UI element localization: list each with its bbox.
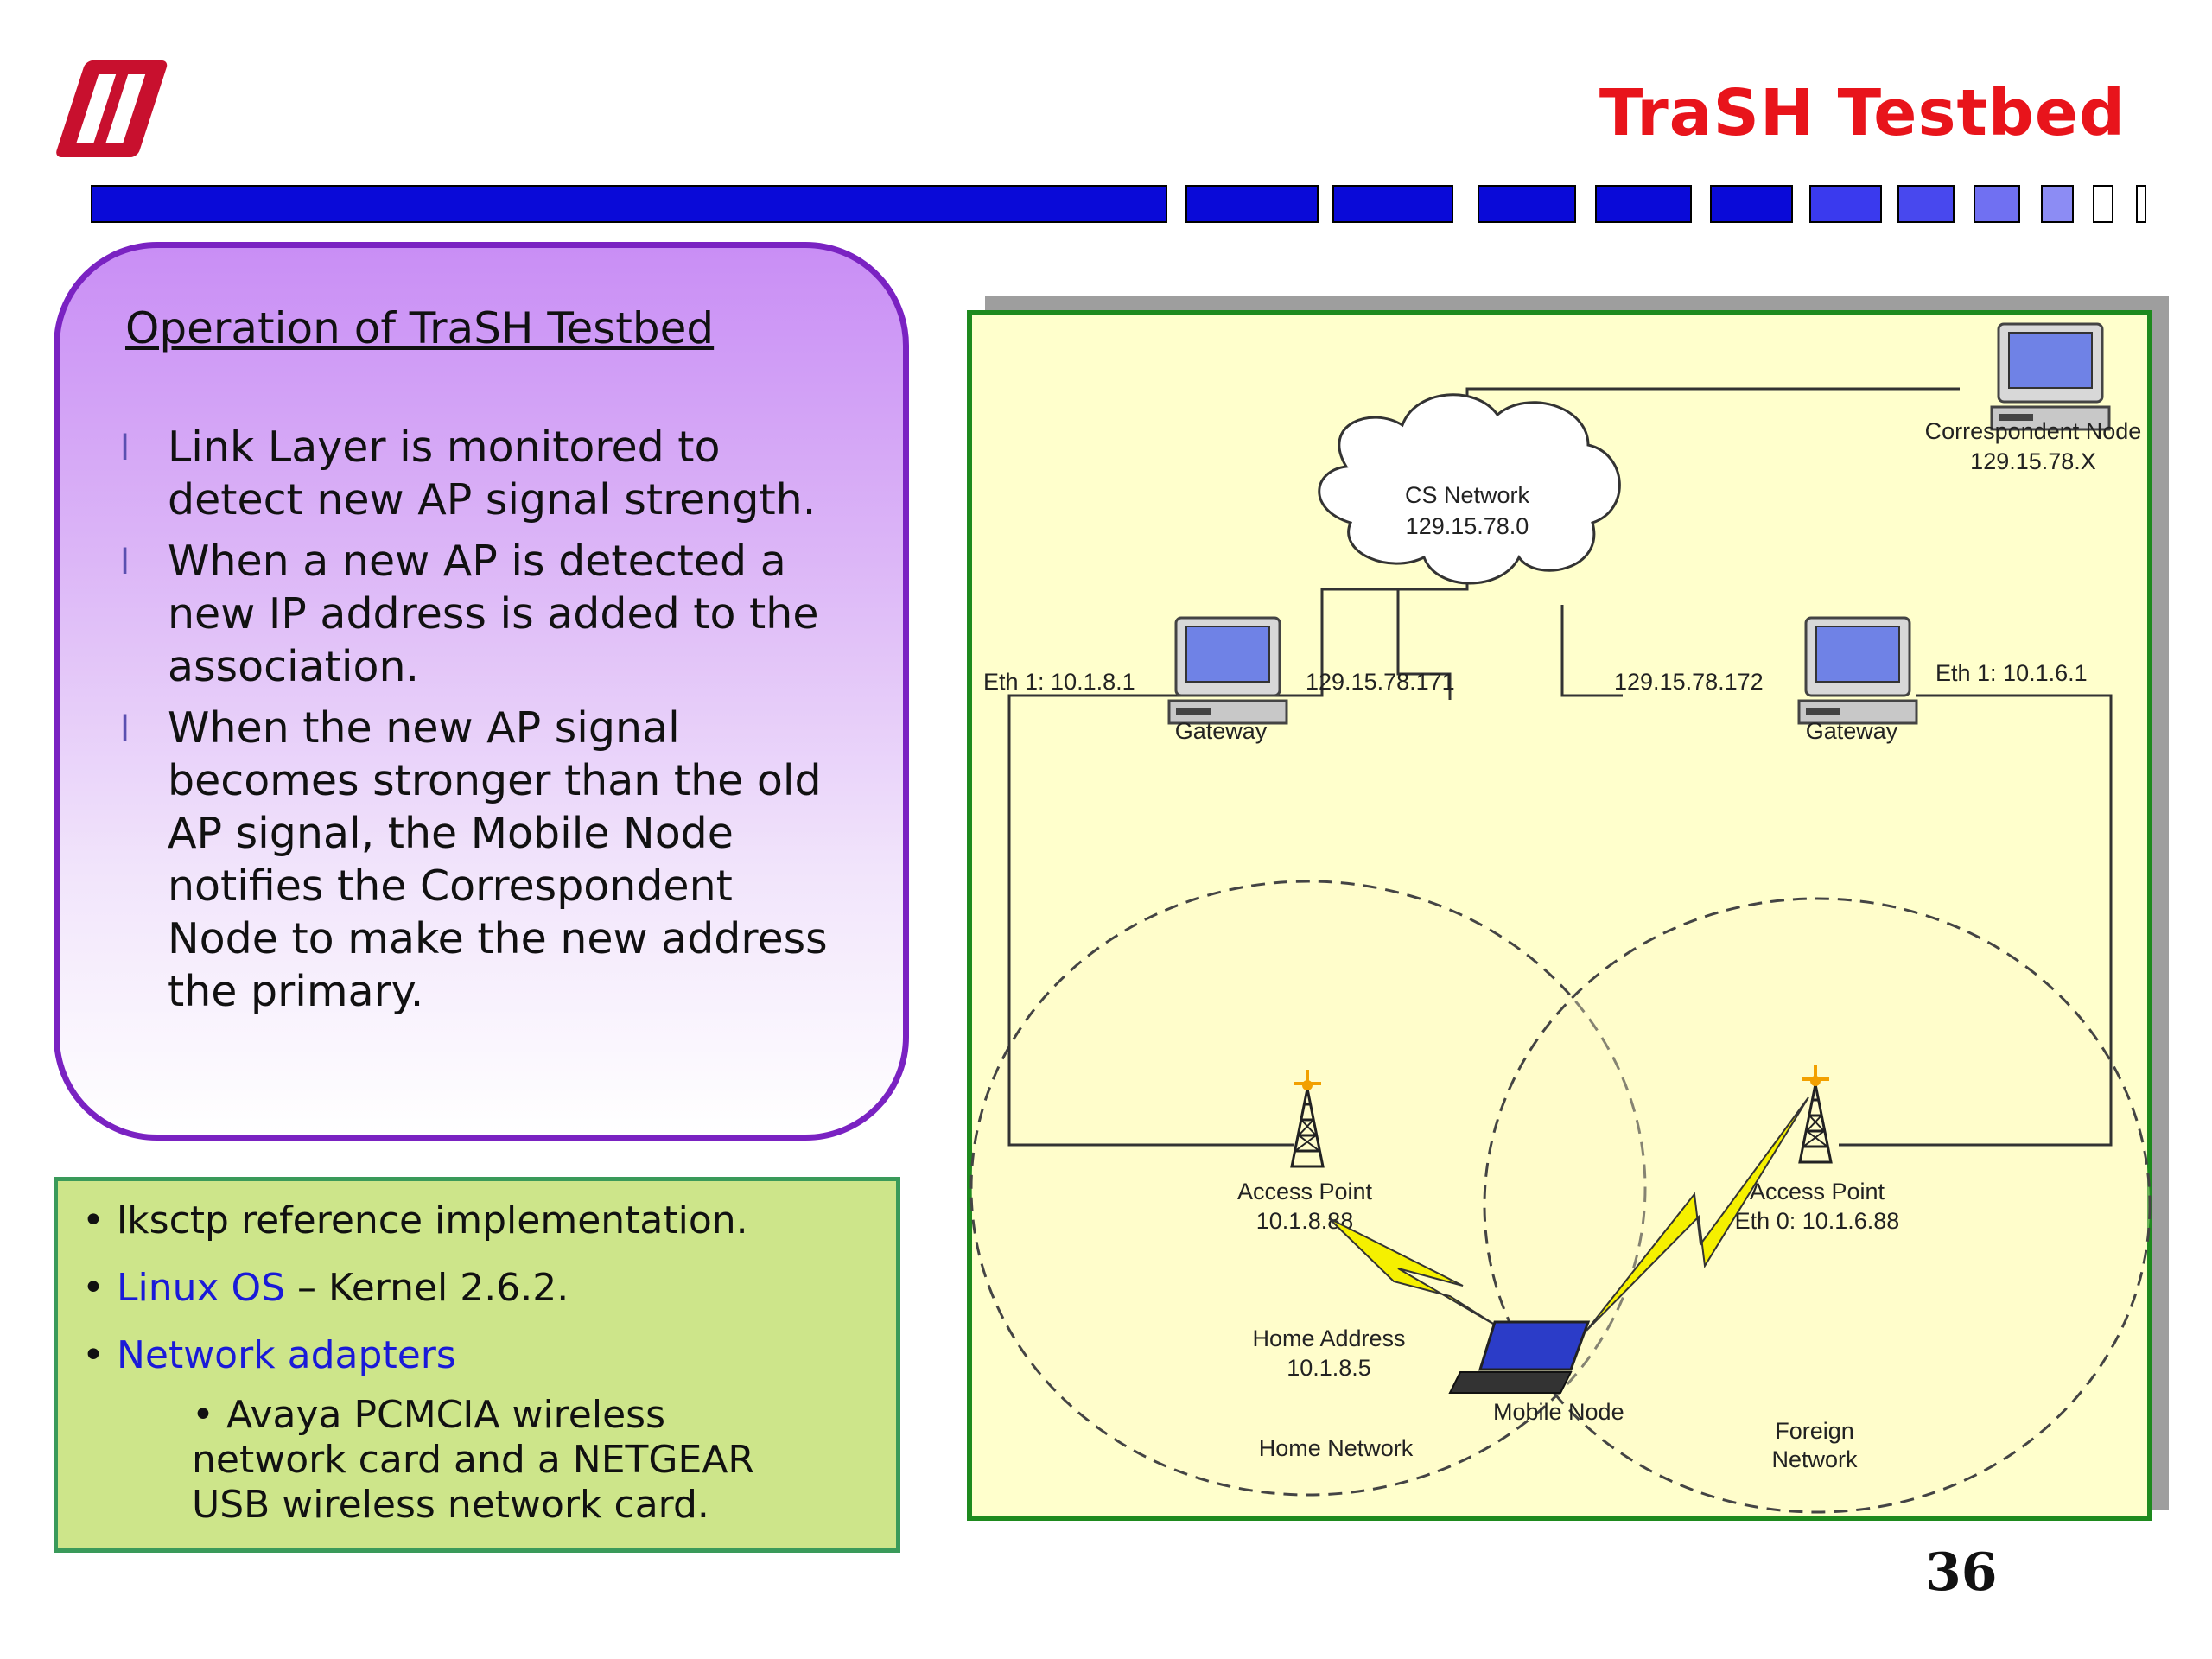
operation-heading: Operation of TraSH Testbed [125, 303, 715, 353]
adapter-sub-item: • Avaya PCMCIA wireless network card and… [192, 1393, 754, 1527]
svg-text:Eth 0: 10.1.6.88: Eth 0: 10.1.6.88 [1735, 1208, 1900, 1234]
svg-text:Gateway: Gateway [1806, 718, 1898, 744]
svg-text:Correspondent Node: Correspondent Node [1925, 418, 2142, 444]
svg-text:10.1.8.88: 10.1.8.88 [1256, 1208, 1354, 1234]
linux-os-link[interactable]: Linux OS [116, 1266, 286, 1310]
network-diagram: CS Network 129.15.78.0 Correspondent Nod… [967, 296, 2169, 1521]
foreign-network-label: Foreign [1775, 1418, 1854, 1444]
bullet-marker: l [120, 709, 130, 749]
operation-bullet-list: l Link Layer is monitored to detect new … [120, 421, 880, 1027]
cs-network-cloud: CS Network 129.15.78.0 [1318, 393, 1621, 585]
foreign-network-coverage [1483, 897, 2152, 1514]
gateway-left: Gateway Eth 1: 10.1.8.1 129.15.78.171 [983, 616, 1455, 744]
svg-text:Access Point: Access Point [1750, 1179, 1885, 1205]
foreign-network-label: Network [1771, 1446, 1858, 1472]
svg-text:129.15.78.0: 129.15.78.0 [1406, 513, 1529, 539]
slide-title: TraSH Testbed [1599, 76, 2126, 150]
header-bar [91, 185, 2146, 223]
home-address-value: 10.1.8.5 [1287, 1355, 1371, 1381]
list-item: • lksctp reference implementation. [82, 1198, 748, 1243]
svg-text:Mobile Node: Mobile Node [1493, 1399, 1624, 1425]
list-item: l Link Layer is monitored to detect new … [120, 423, 817, 524]
gateway-right: Gateway Eth 1: 10.1.6.1 129.15.78.172 [1614, 616, 2088, 744]
list-item: • Network adapters [82, 1333, 456, 1377]
list-item: l When a new AP is detected a new IP add… [120, 537, 819, 691]
university-logo [56, 60, 168, 157]
svg-text:129.15.78.171: 129.15.78.171 [1306, 669, 1455, 695]
home-address-label: Home Address [1252, 1325, 1405, 1351]
svg-text:CS Network: CS Network [1405, 482, 1530, 508]
access-point-right: Access Point Eth 0: 10.1.6.88 [1735, 1064, 1900, 1234]
access-point-left: Access Point 10.1.8.88 [1237, 1068, 1373, 1234]
list-item: • Linux OS – Kernel 2.6.2. [82, 1266, 569, 1310]
svg-text:Eth 1: 10.1.6.1: Eth 1: 10.1.6.1 [1936, 660, 2088, 686]
home-network-coverage [969, 880, 1647, 1497]
operation-panel: Operation of TraSH Testbed l Link Layer … [54, 242, 909, 1141]
svg-text:Access Point: Access Point [1237, 1179, 1373, 1205]
bullet-marker: l [120, 543, 130, 582]
page-number: 36 [1925, 1542, 1998, 1603]
correspondent-node: Correspondent Node 129.15.78.X [1925, 322, 2142, 474]
svg-text:Gateway: Gateway [1175, 718, 1268, 744]
svg-text:Eth 1: 10.1.8.1: Eth 1: 10.1.8.1 [983, 669, 1135, 695]
svg-text:129.15.78.172: 129.15.78.172 [1614, 669, 1764, 695]
wireless-link-foreign [1586, 1096, 1809, 1332]
list-item: l When the new AP signal becomes stronge… [120, 703, 828, 1016]
home-network-label: Home Network [1259, 1435, 1414, 1461]
bullet-marker: l [120, 429, 130, 468]
network-adapters-link[interactable]: Network adapters [116, 1333, 456, 1377]
svg-text:129.15.78.X: 129.15.78.X [1970, 448, 2096, 474]
implementation-panel: • lksctp reference implementation. • Lin… [54, 1177, 900, 1553]
mobile-node-laptop: Mobile Node [1448, 1320, 1624, 1425]
